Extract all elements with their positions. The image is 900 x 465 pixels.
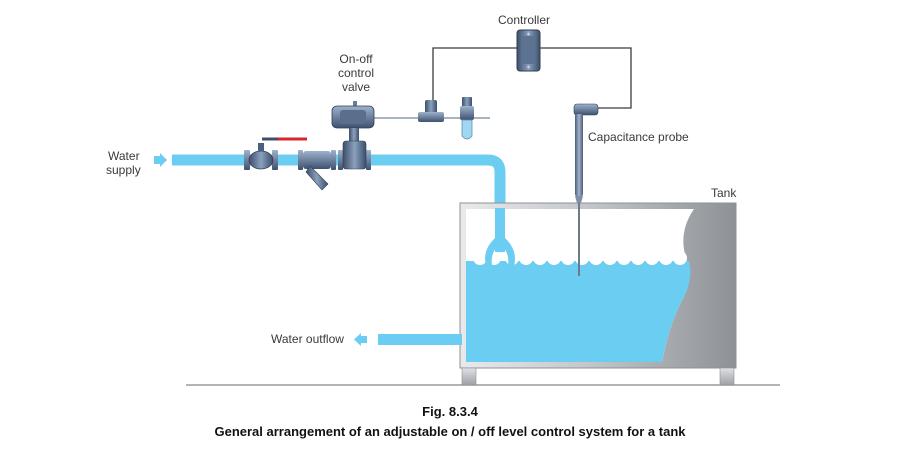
supply-pipe xyxy=(172,154,506,208)
valve-label-line2: control xyxy=(337,66,375,80)
pilot-valve-icon xyxy=(418,100,444,122)
controller-wiring xyxy=(432,47,632,109)
outflow-pipe xyxy=(378,334,462,345)
water-supply-label-line2: supply xyxy=(106,163,141,177)
supply-arrow-icon xyxy=(154,153,167,167)
valve-label-line3: valve xyxy=(341,80,370,94)
figure-caption: General arrangement of an adjustable on … xyxy=(214,424,686,439)
outflow-arrow-icon xyxy=(354,333,367,346)
water-outflow-label: Water outflow xyxy=(271,332,344,346)
control-valve-icon xyxy=(331,101,375,170)
filter-regulator-icon xyxy=(460,97,474,140)
figure-number: Fig. 8.3.4 xyxy=(422,404,478,419)
controller-icon xyxy=(516,29,541,72)
controller-label: Controller xyxy=(498,13,551,27)
tank-label: Tank xyxy=(711,186,737,200)
capacitance-probe-label: Capacitance probe xyxy=(588,130,689,144)
tank xyxy=(459,202,737,386)
strainer-icon xyxy=(298,150,336,191)
tank-water xyxy=(466,261,691,362)
isolation-valve-icon xyxy=(244,137,307,170)
capacitance-probe-icon xyxy=(573,103,599,276)
water-supply-label-line1: Water xyxy=(108,149,140,163)
valve-label-line1: On-off xyxy=(339,52,373,66)
